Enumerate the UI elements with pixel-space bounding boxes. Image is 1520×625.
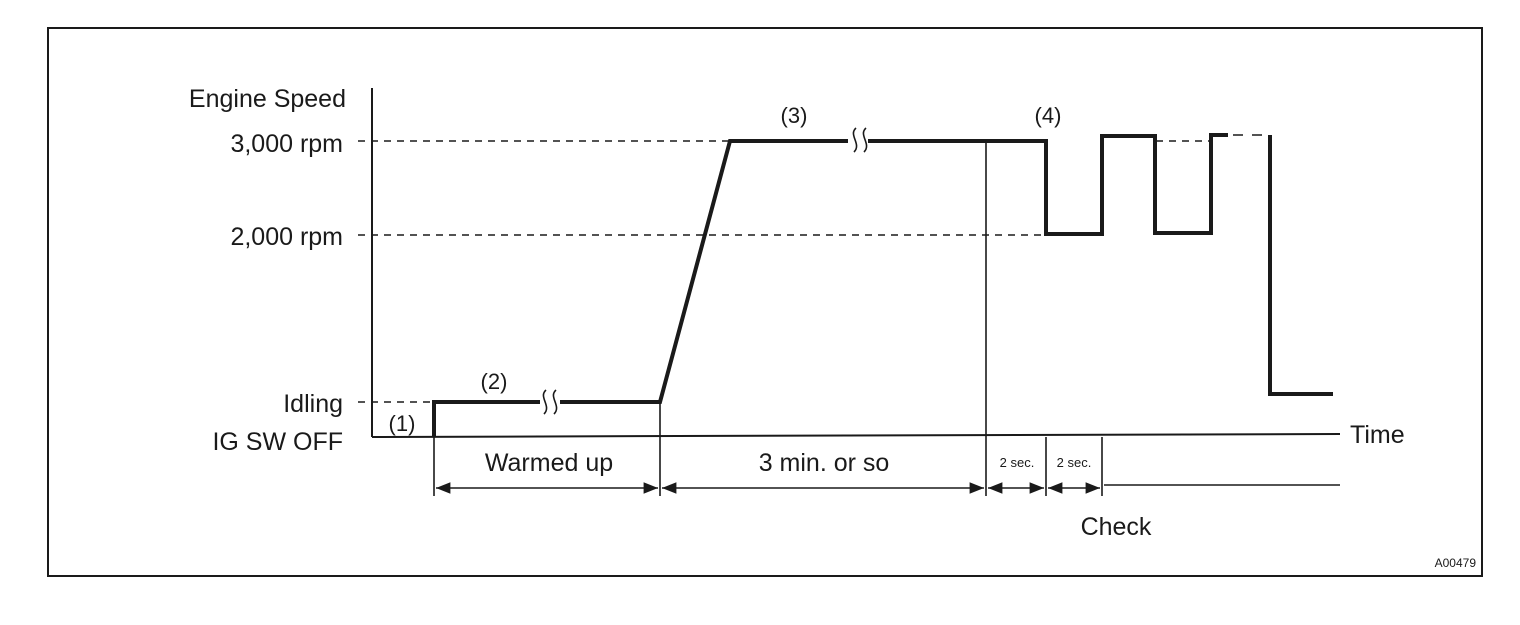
engine-speed-trace [432, 133, 1333, 437]
figure-code: A00479 [1435, 556, 1477, 570]
level-ig-off-label: IG SW OFF [212, 428, 343, 456]
break-mark-idle [542, 389, 558, 415]
step-3-label: (3) [781, 103, 808, 128]
figure-frame [47, 27, 1483, 577]
level-3000-label: 3,000 rpm [230, 130, 343, 158]
interval-2-sec-b-label: 2 sec. [1057, 455, 1092, 470]
x-axis-title: Time [1350, 421, 1405, 449]
break-mark-3000 [852, 127, 868, 153]
step-4-label: (4) [1035, 103, 1062, 128]
time-axis [371, 433, 1341, 438]
step-2-label: (2) [481, 369, 508, 394]
level-idling-label: Idling [283, 390, 343, 418]
interval-3-min-label: 3 min. or so [759, 449, 890, 477]
y-axis-title: Engine Speed [189, 85, 346, 113]
level-2000-label: 2,000 rpm [230, 223, 343, 251]
check-label: Check [1081, 513, 1152, 541]
interval-warmed-up-label: Warmed up [485, 449, 613, 477]
step-1-label: (1) [389, 411, 416, 436]
interval-2-sec-a-label: 2 sec. [1000, 455, 1035, 470]
